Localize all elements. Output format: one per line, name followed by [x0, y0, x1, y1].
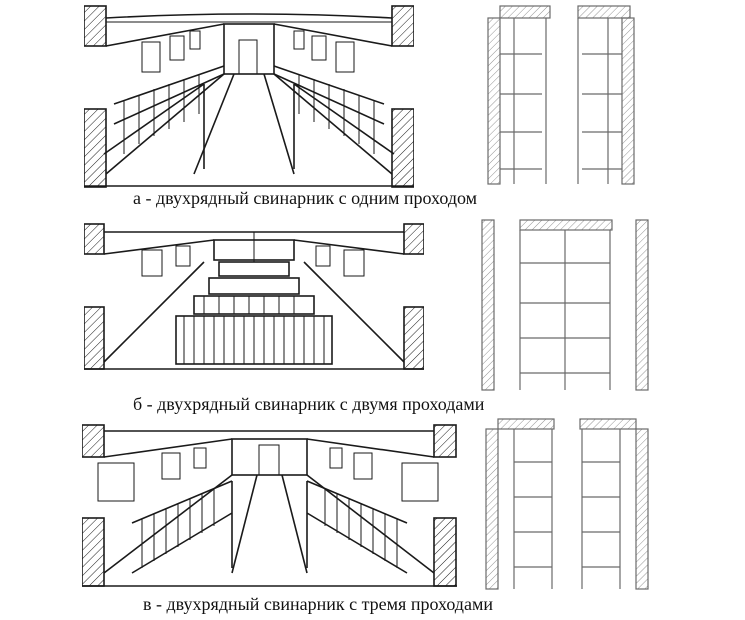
figure-a-perspective [84, 4, 414, 189]
figure-a-caption: а - двухрядный свинарник с одним проходо… [133, 188, 478, 208]
figure-c-perspective [82, 423, 457, 588]
figure-c-plan [484, 417, 654, 592]
figure-a-plan [486, 4, 636, 189]
figure-c-caption: в - двухрядный свинарник с тремя прохода… [143, 594, 493, 614]
figure-b-perspective [84, 222, 424, 372]
figure-b-plan [480, 218, 650, 393]
figure-b-caption: б - двухрядный свинарник с двумя прохода… [133, 394, 485, 414]
